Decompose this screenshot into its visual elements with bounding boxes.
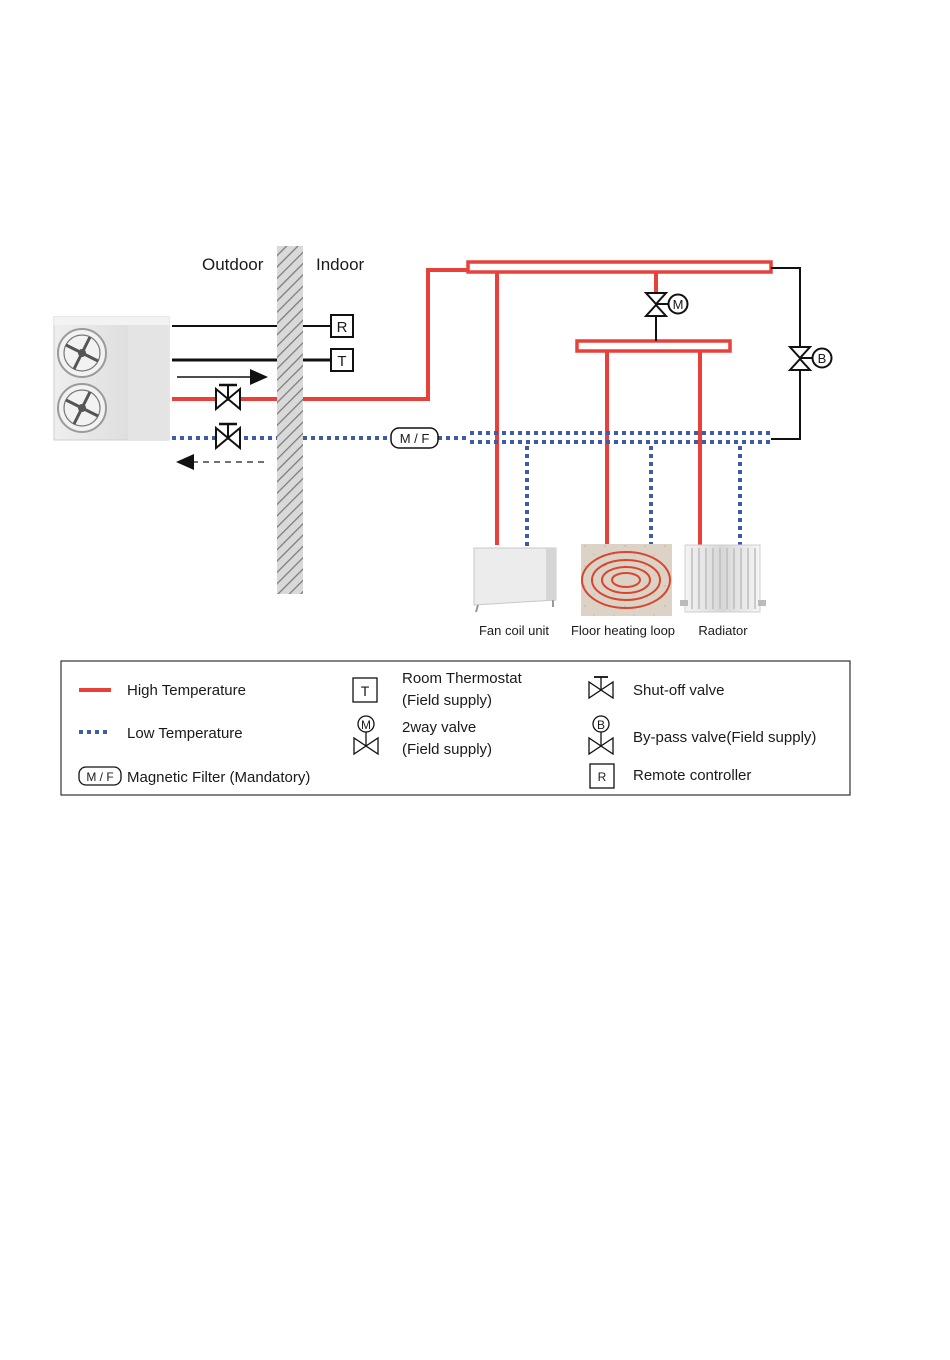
legend-twoway-line2: (Field supply) [402, 741, 492, 758]
outdoor-label: Outdoor [202, 255, 264, 274]
legend-twoway-line1: 2way valve [402, 719, 476, 736]
bypass-valve-icon: B [790, 347, 832, 370]
device-label: Radiator [698, 623, 748, 638]
room-thermostat-symbol: T [331, 349, 353, 371]
wall [277, 246, 303, 594]
fan-icon [58, 329, 106, 377]
legend-bypass-valve: By-pass valve(Field supply) [633, 729, 816, 746]
svg-text:R: R [337, 319, 348, 336]
svg-text:M: M [361, 718, 371, 732]
legend: High Temperature Low Temperature M / F M… [61, 661, 850, 795]
magnetic-filter-symbol: M / F [391, 428, 438, 448]
legend-magnetic-filter: Magnetic Filter (Mandatory) [127, 769, 310, 786]
magnetic-filter-symbol: M / F [79, 767, 121, 785]
svg-text:M: M [673, 297, 684, 312]
low-temperature-pipes [172, 433, 771, 550]
svg-text:T: T [337, 353, 346, 370]
indoor-label: Indoor [316, 255, 365, 274]
room-thermostat-symbol: T [353, 678, 377, 702]
legend-shutoff-valve: Shut-off valve [633, 682, 724, 699]
shutoff-valve-icon [216, 385, 240, 409]
radiator-image [680, 545, 766, 612]
svg-text:B: B [597, 718, 605, 732]
outdoor-heat-pump-unit [54, 317, 169, 440]
flow-return-arrow [176, 454, 268, 470]
legend-thermostat-line1: Room Thermostat [402, 670, 523, 687]
flow-out-arrow [177, 369, 268, 385]
legend-high-temperature: High Temperature [127, 682, 246, 699]
legend-low-temperature: Low Temperature [127, 725, 243, 742]
legend-thermostat-line2: (Field supply) [402, 692, 492, 709]
svg-text:M / F: M / F [400, 431, 430, 446]
device-label: Floor heating loop [571, 623, 675, 638]
fan-icon [58, 384, 106, 432]
fan-coil-unit-image [474, 548, 556, 612]
svg-text:B: B [818, 351, 827, 366]
device-label: Fan coil unit [479, 623, 549, 638]
svg-text:R: R [598, 770, 607, 784]
floor-heating-loop-image [581, 544, 672, 616]
legend-remote-controller: Remote controller [633, 767, 751, 784]
shutoff-valve-icon [216, 424, 240, 448]
remote-controller-symbol: R [331, 315, 353, 337]
remote-controller-symbol: R [590, 764, 614, 788]
svg-text:T: T [361, 683, 370, 699]
two-way-valve-icon: M [646, 293, 688, 316]
control-wiring [172, 326, 331, 360]
svg-text:M / F: M / F [86, 770, 113, 784]
